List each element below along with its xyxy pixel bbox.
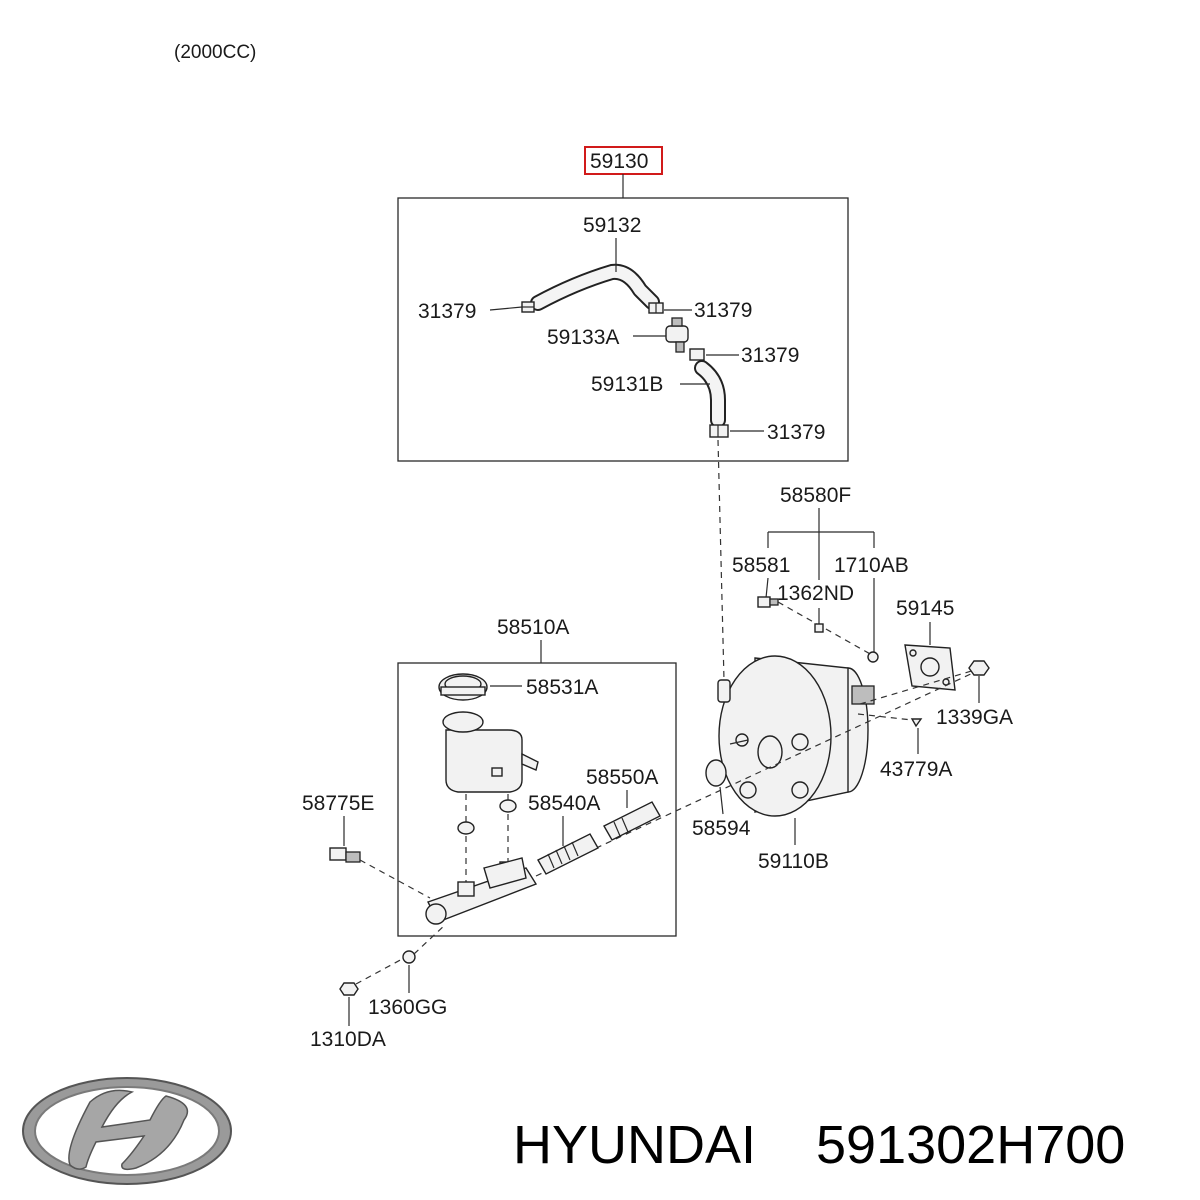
label-58550A[interactable]: 58550A — [586, 766, 658, 789]
piston-58550A — [603, 801, 661, 841]
nut-1710AB — [867, 651, 879, 663]
brake-booster — [717, 655, 875, 817]
hose-assembly-box — [397, 197, 849, 462]
label-59131B[interactable]: 59131B — [591, 373, 663, 396]
washer-1360GG — [402, 950, 416, 964]
hose-clip-middle — [689, 348, 705, 361]
label-58580F[interactable]: 58580F — [780, 484, 851, 507]
label-59132[interactable]: 59132 — [583, 214, 641, 237]
reservoir-cap — [438, 673, 488, 701]
vacuum-hose-upper — [530, 263, 660, 311]
label-58531A[interactable]: 58531A — [526, 676, 598, 699]
hose-clip-upper-right — [648, 302, 664, 314]
label-31379-lower[interactable]: 31379 — [767, 421, 825, 444]
o-ring-58594 — [705, 759, 727, 787]
master-cylinder-box — [397, 662, 677, 937]
brand-name: HYUNDAI — [513, 1115, 756, 1175]
nut-1339GA — [968, 660, 990, 676]
grommet-left — [457, 821, 475, 835]
piston-58540A — [537, 833, 599, 875]
label-59130[interactable]: 59130 — [590, 150, 648, 173]
engine-note: (2000CC) — [174, 42, 256, 63]
label-59145[interactable]: 59145 — [896, 597, 954, 620]
label-1339GA[interactable]: 1339GA — [936, 706, 1013, 729]
label-58594[interactable]: 58594 — [692, 817, 751, 840]
master-cylinder-body — [425, 857, 538, 925]
hose-clip-lower — [709, 424, 729, 438]
label-1710AB[interactable]: 1710AB — [834, 554, 909, 577]
hose-clip-upper-left — [521, 301, 535, 313]
label-31379-middle[interactable]: 31379 — [741, 344, 799, 367]
label-59133A[interactable]: 59133A — [547, 326, 619, 349]
check-valve — [665, 317, 689, 353]
gasket-59145 — [904, 644, 956, 691]
label-58510A[interactable]: 58510A — [497, 616, 569, 639]
label-1362ND[interactable]: 1362ND — [777, 582, 854, 605]
grommet-right — [499, 799, 517, 813]
label-43779A[interactable]: 43779A — [880, 758, 952, 781]
label-1310DA[interactable]: 1310DA — [310, 1028, 386, 1051]
label-58581[interactable]: 58581 — [732, 554, 790, 577]
label-58540A[interactable]: 58540A — [528, 792, 600, 815]
vacuum-hose-lower — [694, 360, 726, 428]
part-number: 591302H700 — [816, 1115, 1125, 1175]
label-31379-upper[interactable]: 31379 — [694, 299, 752, 322]
label-58775E[interactable]: 58775E — [302, 792, 374, 815]
nut-1310DA — [339, 982, 359, 996]
clip-43779A — [910, 718, 923, 728]
pressure-sensor-58775E — [329, 847, 361, 863]
hyundai-logo-icon — [22, 1077, 232, 1185]
label-31379-left[interactable]: 31379 — [418, 300, 476, 323]
label-59110B[interactable]: 59110B — [758, 850, 829, 873]
label-1360GG[interactable]: 1360GG — [368, 996, 447, 1019]
bolt-58581 — [757, 596, 779, 608]
fluid-reservoir — [442, 711, 539, 793]
pin-1362ND — [814, 623, 824, 633]
